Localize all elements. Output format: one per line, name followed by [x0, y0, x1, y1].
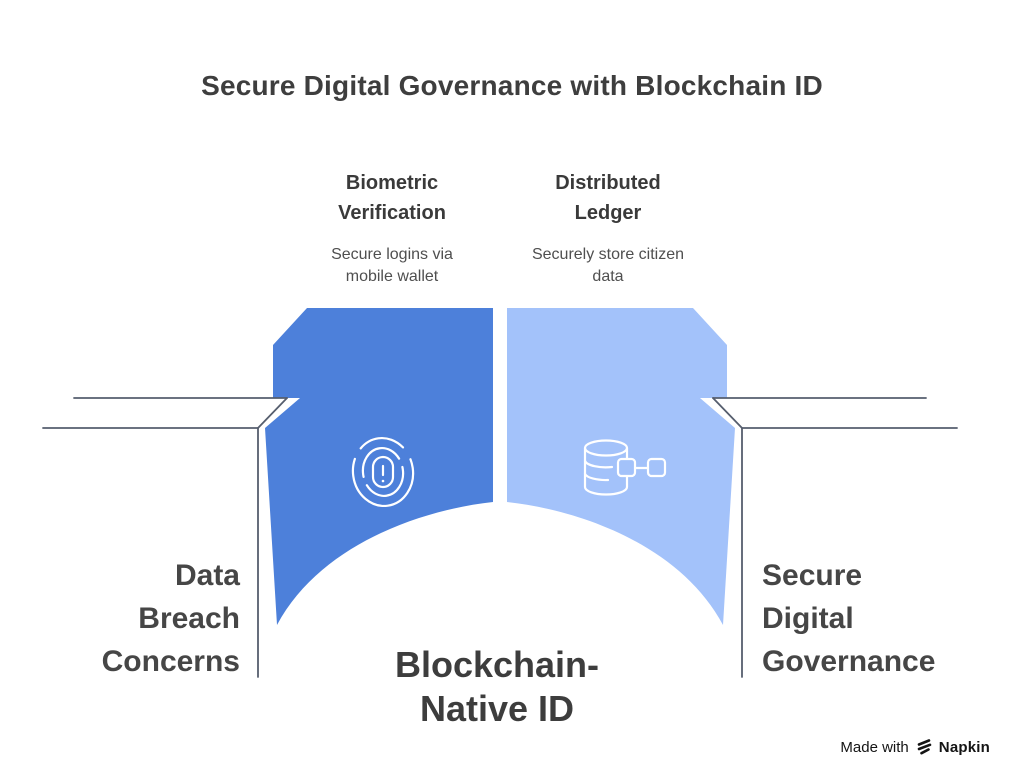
column-biometric: Biometric Verification Secure logins via… [262, 168, 522, 288]
label-data-breach-concerns: Data Breach Concerns [101, 559, 240, 678]
fingerprint-icon [351, 436, 415, 508]
ledge-outlines [42, 397, 958, 678]
column-heading-biometric: Biometric Verification [338, 172, 446, 224]
label-secure-digital-governance: Secure Digital Governance [762, 559, 936, 678]
page-title: Secure Digital Governance with Blockchai… [201, 70, 823, 101]
right-ledge-outline [712, 397, 958, 678]
column-heading-ledger: Distributed Ledger [555, 172, 661, 224]
napkin-logo-icon [917, 739, 932, 755]
database-link-icon [583, 439, 667, 496]
column-subtext-ledger: Securely store citizen data [531, 246, 685, 285]
made-with-text: Made with [840, 738, 909, 756]
left-ledge-outline [42, 397, 288, 678]
made-with-napkin: Made with Napkin [840, 738, 990, 756]
napkin-brand-text: Napkin [938, 738, 990, 756]
label-blockchain-native-id: Blockchain- Native ID [394, 644, 600, 729]
column-ledger: Distributed Ledger Securely store citize… [478, 168, 738, 288]
left-panel-shape [265, 308, 493, 625]
column-subtext-biometric: Secure logins via mobile wallet [331, 246, 453, 285]
